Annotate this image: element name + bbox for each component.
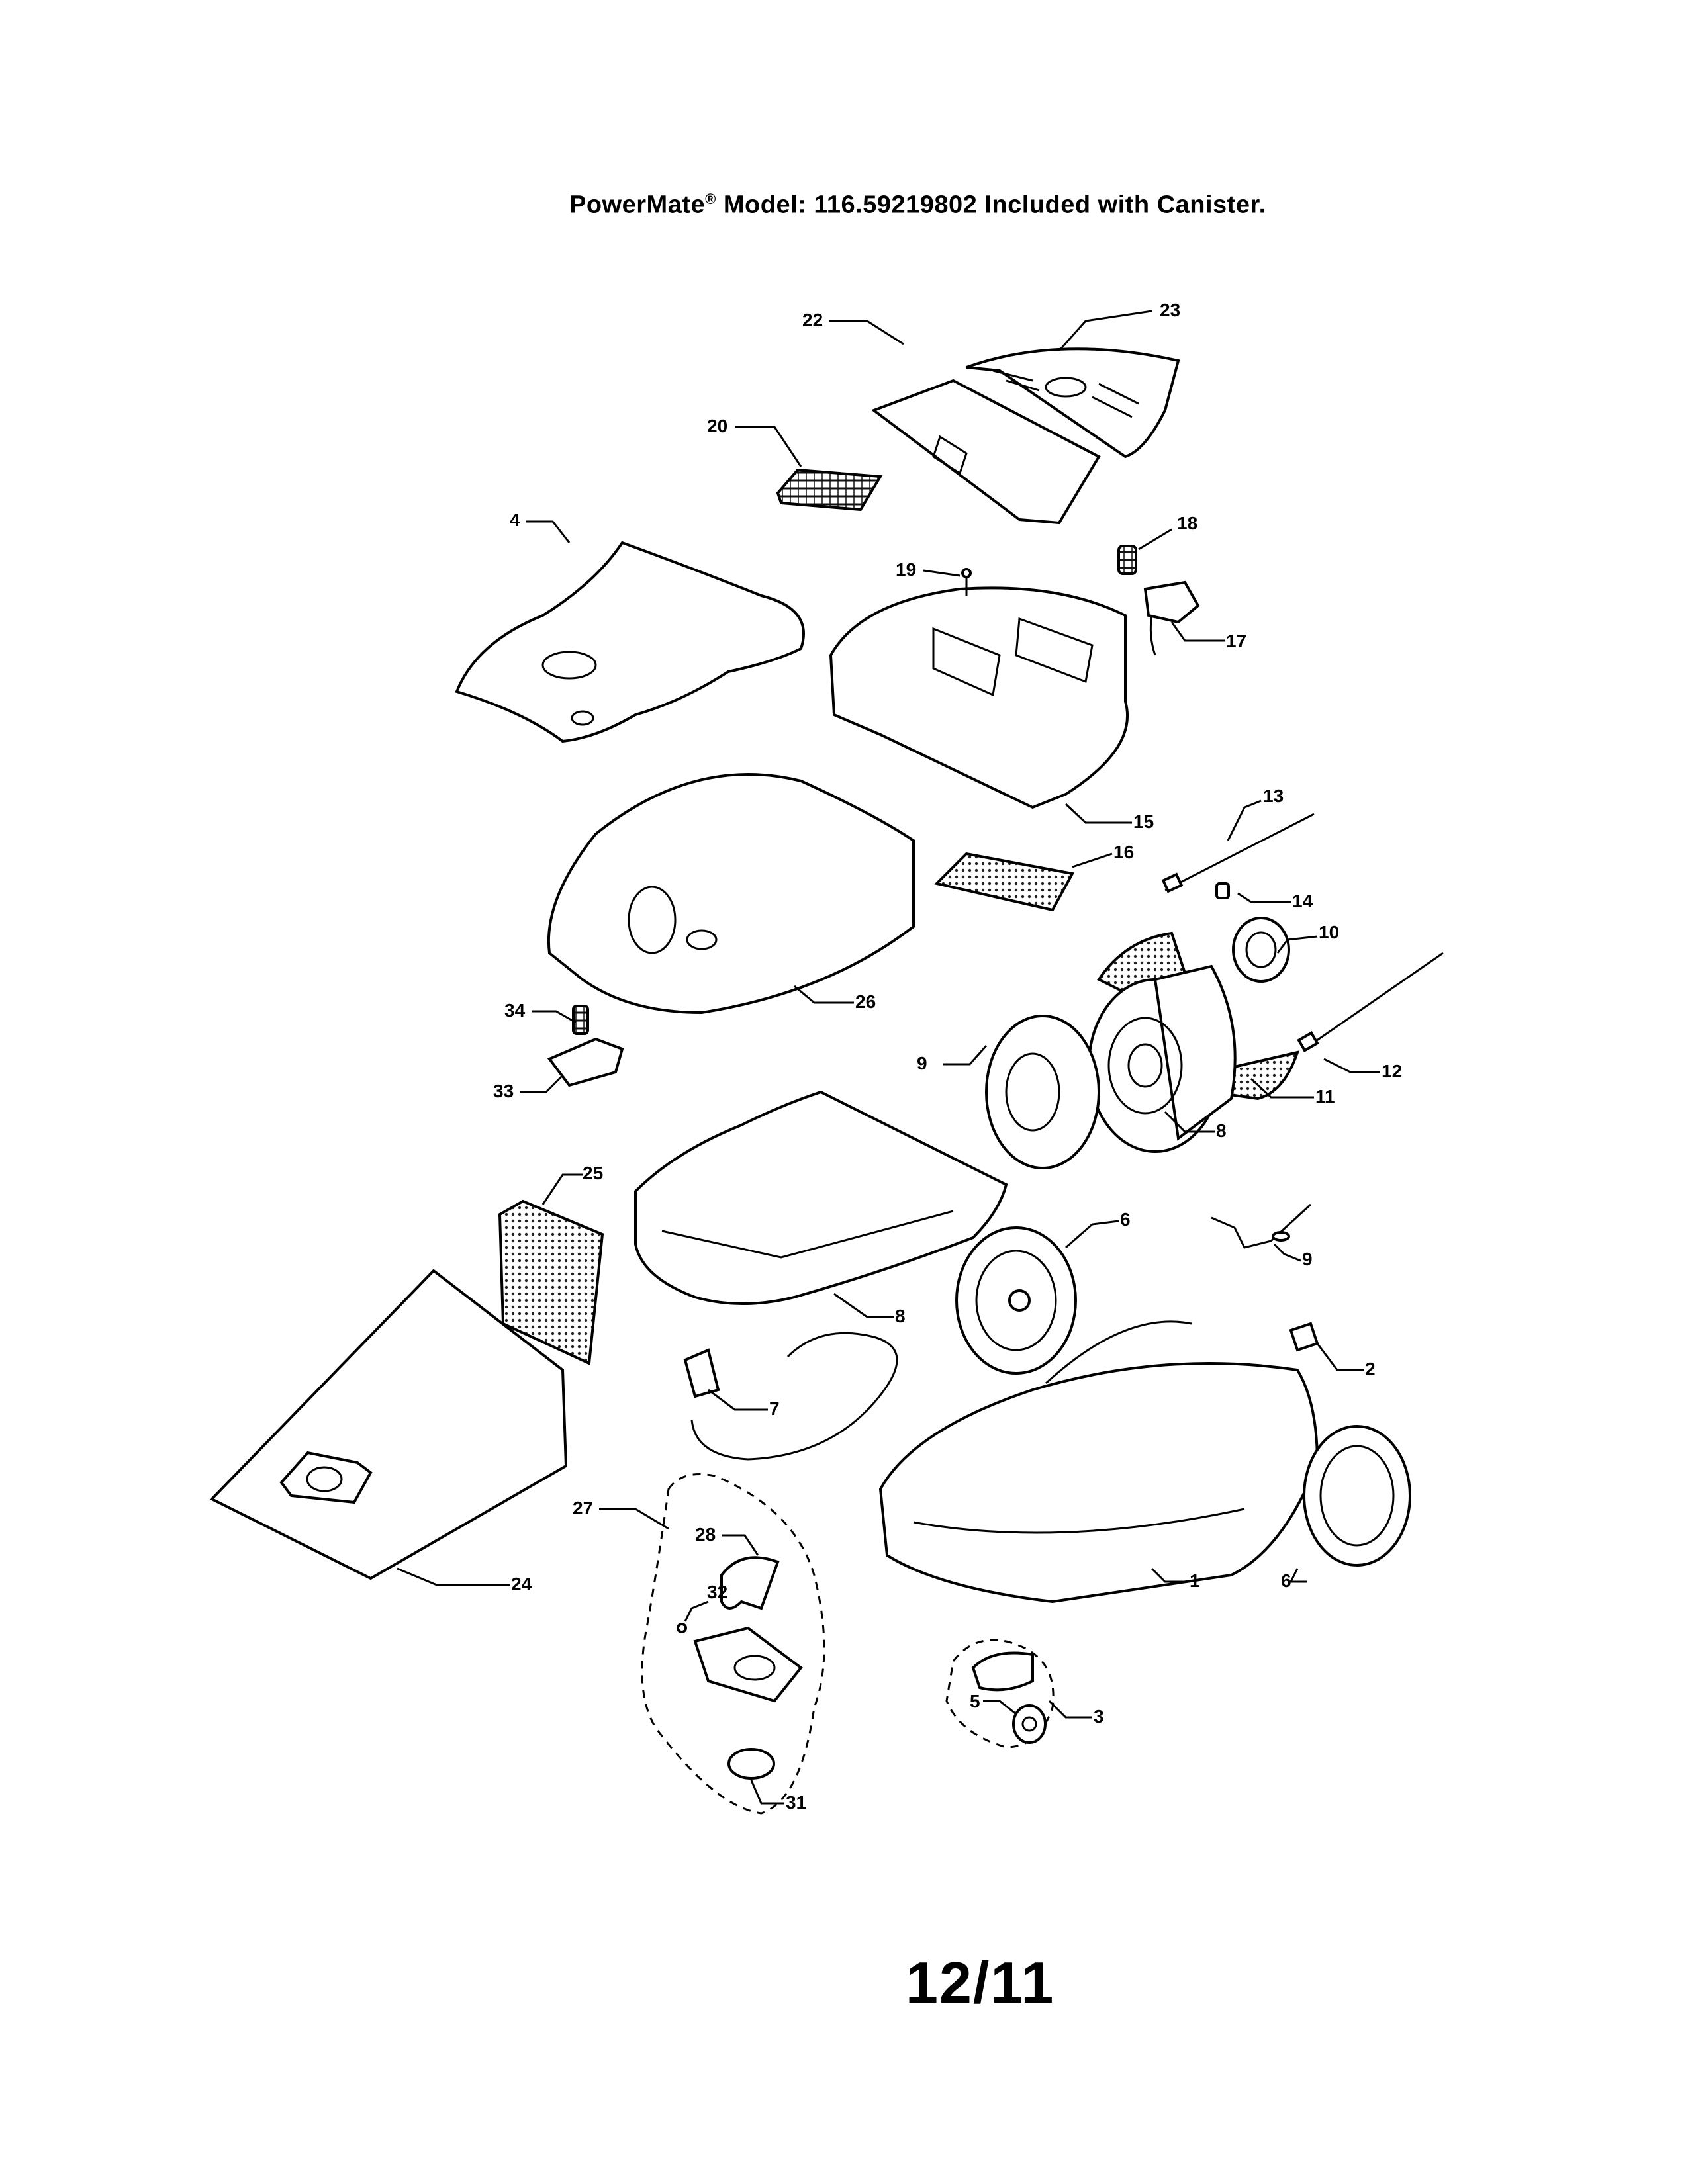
part-27-exhaust-filter xyxy=(498,1199,604,1365)
callout-6a: 6 xyxy=(1120,1209,1131,1230)
part-24-lid xyxy=(870,379,1101,525)
callout-8: 8 xyxy=(895,1306,906,1326)
callout-18: 16 xyxy=(1113,842,1134,862)
part-3-caster-assembly xyxy=(945,1639,1055,1749)
part-26-dust-bag xyxy=(209,1269,568,1580)
part-4-cover-panel xyxy=(455,541,805,743)
callout-6b: 6 xyxy=(1281,1570,1291,1591)
part-23-filter xyxy=(776,468,883,512)
page-code: 12/11 xyxy=(906,1950,1055,2015)
part-2-clip xyxy=(1289,1322,1319,1352)
callout-32: 32 xyxy=(707,1582,727,1602)
callout-19: 17 xyxy=(1226,631,1246,651)
part-6-wheel-front xyxy=(1303,1425,1411,1567)
callout-5: 5 xyxy=(970,1691,980,1711)
part-34-spring xyxy=(572,1005,589,1035)
part-18-filter-pad xyxy=(934,852,1075,912)
part-29-swivel-assembly xyxy=(641,1473,825,1815)
part-7-power-cord xyxy=(683,1332,898,1461)
callout-30: 28 xyxy=(695,1524,716,1545)
callout-12: 10 xyxy=(1319,922,1339,942)
callout-13: 11 xyxy=(1315,1086,1335,1107)
part-28-bag-housing xyxy=(547,773,915,1015)
callout-7: 7 xyxy=(769,1398,780,1419)
callout-1: 1 xyxy=(1190,1570,1200,1591)
callout-34: 34 xyxy=(504,1000,526,1021)
callout-10: 8 xyxy=(1216,1120,1227,1141)
registered-mark: ® xyxy=(705,191,716,207)
callout-16: 14 xyxy=(1292,891,1313,911)
part-8-tray xyxy=(634,1090,1008,1305)
part-12-motor-mount xyxy=(1232,917,1290,983)
part-15-wire xyxy=(1161,813,1315,893)
callout-23: 20 xyxy=(707,416,727,436)
callout-24: 22 xyxy=(802,310,823,330)
part-10-motor xyxy=(1088,964,1237,1153)
callout-26: 24 xyxy=(511,1574,532,1594)
model-line: Model: 116.59219802 Included with Canist… xyxy=(723,191,1266,219)
part-11-motor-gasket xyxy=(985,1015,1100,1169)
callout-22: 19 xyxy=(896,559,916,580)
callout-14: 12 xyxy=(1382,1061,1402,1081)
callout-29: 27 xyxy=(573,1498,593,1518)
callout-31: 31 xyxy=(786,1792,806,1813)
callout-27: 25 xyxy=(583,1163,603,1183)
callout-28: 26 xyxy=(855,991,876,1012)
part-19-switch xyxy=(1143,580,1200,656)
callout-9: 9 xyxy=(1302,1249,1313,1269)
callout-33: 33 xyxy=(493,1081,514,1101)
callout-11: 9 xyxy=(917,1053,927,1073)
callout-17: 15 xyxy=(1133,811,1154,832)
callout-2: 2 xyxy=(1365,1359,1376,1379)
callout-20: 18 xyxy=(1177,513,1197,533)
callout-3: 3 xyxy=(1094,1706,1104,1727)
part-9-wire xyxy=(1211,1203,1312,1249)
part-25-handle-cover xyxy=(966,347,1180,459)
part-17-upper-housing xyxy=(829,586,1129,809)
diagram-header: PowerMate® Model: 116.59219802 Included … xyxy=(569,191,1266,220)
leader-lines xyxy=(397,310,1380,1805)
part-22-screw xyxy=(961,568,972,596)
part-33-latch xyxy=(547,1037,624,1087)
part-14-wire xyxy=(1297,952,1444,1053)
callout-labels: 22 23 20 4 19 18 17 15 16 13 14 10 12 11… xyxy=(493,300,1402,1813)
part-6-wheel xyxy=(955,1226,1077,1375)
part-1-canister-base xyxy=(878,1320,1319,1604)
part-20-spring xyxy=(1117,545,1137,575)
part-16-connector xyxy=(1215,882,1230,899)
callout-4: 4 xyxy=(510,510,520,530)
callout-25: 23 xyxy=(1160,300,1180,320)
brand-name: PowerMate xyxy=(569,191,706,219)
callout-15: 13 xyxy=(1263,786,1284,806)
